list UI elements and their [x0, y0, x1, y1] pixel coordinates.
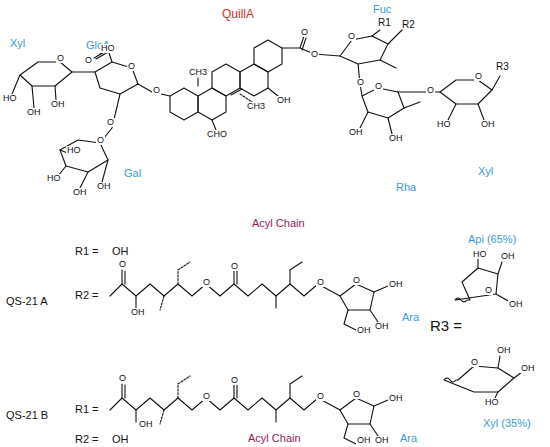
structure-label: Acyl Chain: [252, 218, 305, 229]
structure-label: Api (65%): [468, 234, 516, 245]
atom-label: HO: [472, 250, 488, 259]
atom-label: O: [474, 72, 483, 81]
atom-label: OH: [138, 420, 154, 429]
atom-label: OH: [500, 252, 516, 261]
atom-label: O: [316, 392, 325, 401]
structure-label: R2 =: [75, 434, 99, 445]
atom-label: O: [352, 276, 361, 285]
structure-label: R3: [496, 62, 509, 72]
atom-label: OH: [508, 300, 524, 309]
structure-label: OH: [112, 434, 129, 445]
atom-label: CH3: [246, 102, 266, 111]
atom-label: OH: [348, 128, 364, 137]
atom-label: OH: [276, 96, 292, 105]
atom-label: OH: [356, 436, 372, 445]
aglycone-ring: [198, 88, 226, 120]
atom-label: OH: [72, 188, 88, 197]
atom-label: CHO: [206, 130, 228, 139]
structure-label: QuillA: [222, 8, 254, 20]
structure-label: Gal: [124, 168, 141, 179]
atom-label: O: [300, 28, 309, 37]
structure-label: QS-21 B: [6, 410, 48, 421]
atom-label: CH3: [188, 68, 208, 77]
atom-label: OH: [520, 364, 536, 373]
structure-label: R2: [402, 20, 415, 30]
atom-label: O: [152, 86, 161, 95]
atom-label: O: [310, 50, 319, 59]
atom-label: OH: [374, 436, 390, 445]
atom-label: OH: [388, 394, 404, 403]
aglycone-ring: [254, 40, 282, 72]
atom-label: O: [230, 376, 239, 385]
atom-label: O: [106, 118, 115, 127]
structure-label: QS-21 A: [6, 296, 48, 307]
atom-label: OH: [50, 100, 66, 109]
structure-label: R2 =: [75, 290, 99, 301]
atom-label: O: [374, 82, 383, 91]
atom-label: HO: [46, 174, 62, 183]
structure-label: Xyl (35%): [483, 418, 531, 429]
aglycone-ring: [240, 64, 268, 96]
structure-label: Acyl Chain: [248, 433, 301, 444]
atom-label: O: [470, 358, 479, 367]
atom-label: HO: [484, 398, 500, 407]
structure-label: Ara: [402, 312, 419, 323]
atom-label: O: [96, 136, 105, 145]
atom-label: O: [484, 286, 493, 295]
aglycone-ring: [170, 88, 198, 120]
atom-label: HO: [100, 44, 116, 53]
atom-label: OH: [26, 108, 42, 117]
structure-label: OH: [112, 246, 129, 257]
structure-label: Ara: [400, 433, 417, 444]
atom-label: O: [127, 62, 136, 71]
atom-label: O: [56, 54, 65, 63]
atom-label: O: [118, 260, 127, 269]
structure-label: Xyl: [10, 38, 25, 49]
structure-label: R1 =: [75, 246, 99, 257]
atom-label: HO: [2, 94, 18, 103]
structure-label: Xyl: [478, 166, 493, 177]
structure-label: Rha: [396, 182, 416, 193]
atom-label: OH: [356, 326, 372, 335]
atom-label: OH: [374, 322, 390, 331]
atom-label: O: [352, 390, 361, 399]
atom-label: HO: [66, 146, 82, 155]
atom-label: O: [316, 278, 325, 287]
atom-label: OH: [496, 346, 512, 355]
atom-label: O: [356, 78, 365, 87]
atom-label: O: [347, 32, 356, 41]
structure-label: Fuc: [373, 4, 391, 15]
atom-label: O: [230, 262, 239, 271]
atom-label: HO: [436, 120, 452, 129]
structure-label: R1: [378, 18, 391, 28]
atom-label: O: [426, 86, 435, 95]
atom-label: O: [84, 56, 93, 65]
atom-label: OH: [130, 308, 146, 317]
aglycone-ring: [212, 64, 240, 96]
atom-label: OH: [96, 182, 112, 191]
structure-label: R3 =: [430, 318, 462, 333]
atom-label: OH: [388, 134, 404, 143]
atom-label: O: [202, 392, 211, 401]
atom-label: O: [118, 374, 127, 383]
atom-label: O: [202, 278, 211, 287]
atom-label: OH: [388, 280, 404, 289]
atom-label: OH: [480, 120, 496, 129]
structure-label: R1 =: [75, 404, 99, 415]
